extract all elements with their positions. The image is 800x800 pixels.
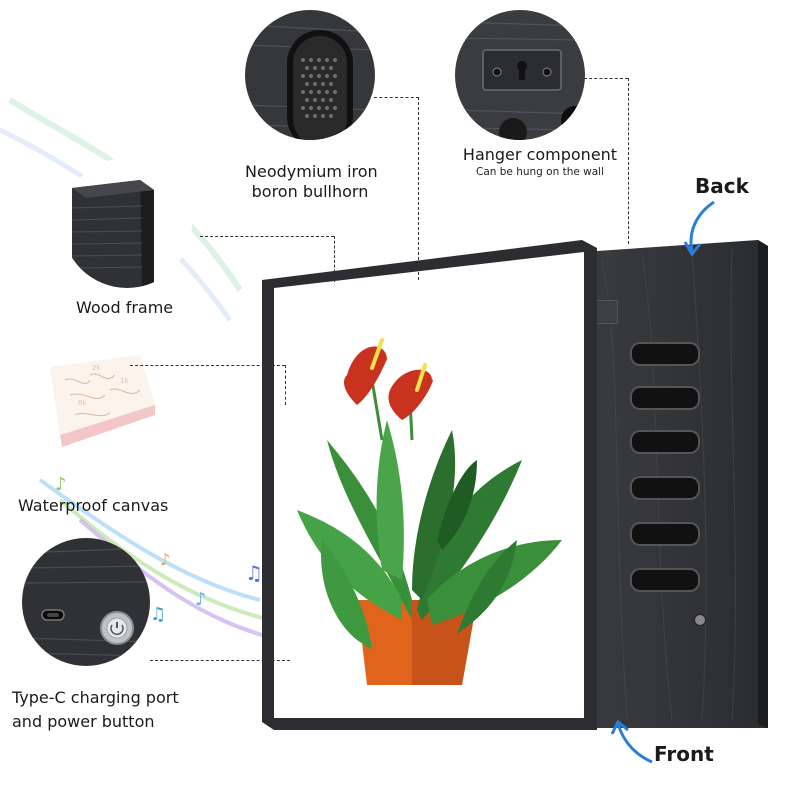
wood-frame-corner-icon — [62, 158, 192, 288]
speaker-vent — [630, 386, 700, 410]
svg-text:2k: 2k — [92, 364, 101, 372]
svg-text:1k: 1k — [120, 377, 129, 385]
speaker-vent — [630, 430, 700, 454]
hanger-connector — [584, 78, 628, 79]
device-back-panel — [582, 240, 768, 728]
usb-c-port-icon — [22, 538, 150, 666]
speaker-vent — [630, 342, 700, 366]
front-arrow-icon — [610, 719, 653, 764]
canvas-connector — [130, 365, 285, 366]
canvas-label: Waterproof canvas — [18, 496, 169, 515]
anthurium-plant-illustration — [297, 338, 562, 685]
speaker-label-line1: Neodymium iron — [245, 162, 378, 181]
speaker-connector — [418, 97, 419, 280]
speaker-vent — [630, 476, 700, 500]
hanger-label: Hanger component — [462, 145, 618, 164]
port-label-line2: and power button — [12, 712, 155, 731]
svg-text:♪: ♪ — [195, 589, 207, 610]
speaker-label: Neodymium iron boron bullhorn — [245, 162, 378, 202]
front-label: Front — [654, 742, 714, 766]
svg-text:♫: ♫ — [245, 561, 263, 585]
port-label-line1: Type-C charging port — [12, 688, 179, 707]
speaker-vent — [630, 522, 700, 546]
canvas-sample-icon: 2k 1k 8k — [30, 335, 160, 465]
hanger-bracket-icon — [455, 10, 585, 140]
svg-text:8k: 8k — [78, 399, 87, 407]
wood-frame-label: Wood frame — [76, 298, 174, 317]
canvas-connector — [285, 365, 286, 405]
svg-text:♪: ♪ — [55, 474, 67, 495]
speaker-connector — [374, 97, 419, 98]
svg-text:♪: ♪ — [160, 550, 170, 569]
wood-frame-connector — [200, 236, 334, 237]
port-connector — [150, 660, 290, 661]
svg-text:♫: ♫ — [150, 604, 166, 625]
wood-frame-connector — [334, 236, 335, 282]
speaker-vent — [630, 568, 700, 592]
hanger-sublabel: Can be hung on the wall — [475, 166, 605, 178]
speaker-label-line2: boron bullhorn — [251, 182, 369, 201]
device-front-frame — [262, 240, 597, 730]
port-label: Type-C charging port and power button — [12, 688, 179, 732]
hanger-connector — [628, 78, 629, 244]
back-arrow-icon — [683, 200, 715, 257]
back-label: Back — [695, 174, 749, 198]
back-screw — [694, 614, 706, 626]
speaker-grille-icon — [245, 10, 375, 140]
